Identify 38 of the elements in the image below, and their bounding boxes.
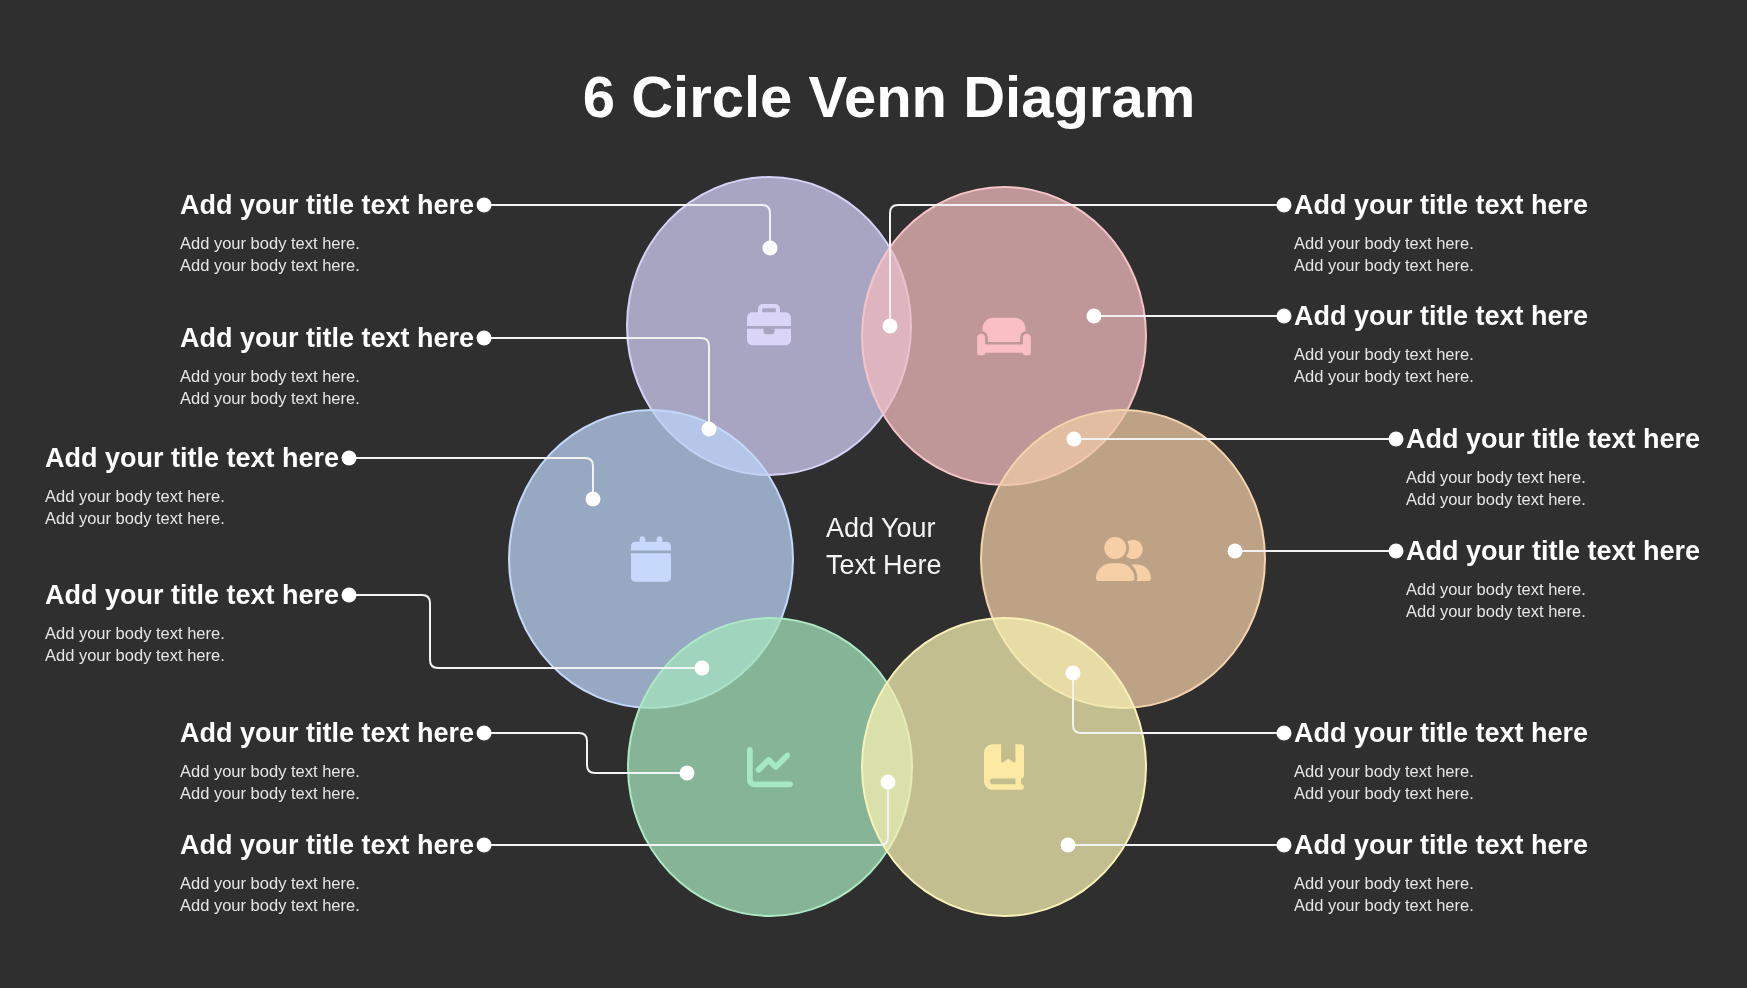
callout-title: Add your title text here [1406, 423, 1701, 456]
callout-title: Add your title text here [45, 442, 340, 475]
callout-description: Add your body text here. Add your body text here. [180, 761, 361, 804]
leader-line [476, 330, 717, 437]
leader-line [341, 587, 710, 676]
callout-description: Add your body text here. Add your body text here. [1406, 467, 1587, 510]
diagram-title: 6 Circle Venn Diagram [582, 63, 1196, 131]
callout-description: Add your body text here. Add your body text here. [1406, 579, 1587, 622]
callout-description: Add your body text here. Add your body text here. [180, 366, 361, 409]
leader-line [476, 197, 778, 256]
leader-line [476, 725, 695, 781]
callout-title: Add your title text here [180, 829, 475, 862]
leader-line [1066, 431, 1404, 447]
callout-title: Add your title text here [1294, 829, 1589, 862]
leader-line [1065, 665, 1292, 741]
leader-line [1086, 308, 1292, 324]
callout-title: Add your title text here [1406, 535, 1701, 568]
callout-description: Add your body text here. Add your body text here. [1294, 761, 1475, 804]
callout-title: Add your title text here [180, 717, 475, 750]
callout-description: Add your body text here. Add your body text here. [1294, 344, 1475, 387]
callout-title: Add your title text here [1294, 717, 1589, 750]
callout-description: Add your body text here. Add your body text here. [45, 486, 226, 529]
leader-line [1227, 543, 1404, 559]
callout-title: Add your title text here [180, 189, 475, 222]
leader-line [476, 774, 896, 853]
leader-line [1060, 837, 1292, 853]
callout-title: Add your title text here [45, 579, 340, 612]
leader-line [341, 450, 601, 507]
callout-description: Add your body text here. Add your body text here. [1294, 233, 1475, 276]
callout-title: Add your title text here [1294, 189, 1589, 222]
callout-description: Add your body text here. Add your body text here. [180, 873, 361, 916]
callout-description: Add your body text here. Add your body text here. [180, 233, 361, 276]
callout-description: Add your body text here. Add your body text here. [1294, 873, 1475, 916]
leader-line [882, 197, 1292, 334]
center-text: Add Your Text Here [826, 512, 943, 582]
callout-description: Add your body text here. Add your body text here. [45, 623, 226, 666]
callout-title: Add your title text here [180, 322, 475, 355]
callout-title: Add your title text here [1294, 300, 1589, 333]
